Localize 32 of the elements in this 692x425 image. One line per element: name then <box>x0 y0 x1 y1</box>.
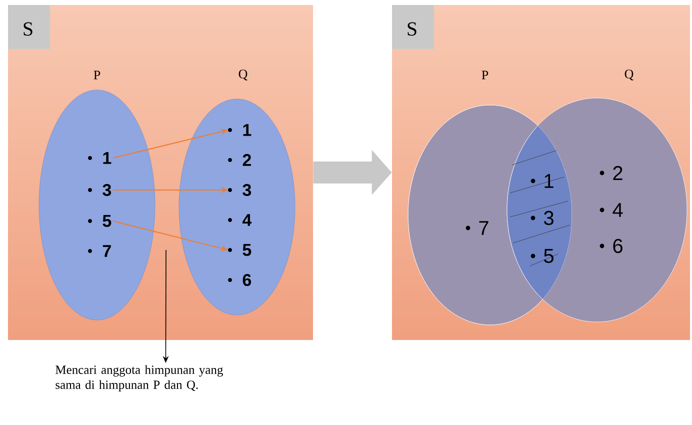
node-label: 4 <box>242 214 252 226</box>
node-label: 3 <box>102 184 112 196</box>
node-label: 3 <box>242 184 252 196</box>
node-label: P <box>482 70 488 80</box>
node-label: 7 <box>102 245 111 257</box>
set-element: 3 <box>88 184 112 196</box>
set-element: 1 <box>228 124 252 136</box>
set-element: 5 <box>530 249 554 263</box>
set-element: 6 <box>600 238 622 254</box>
node-label: 2 <box>242 154 251 166</box>
node-label: P <box>94 70 100 80</box>
node-label: 6 <box>242 274 252 286</box>
node-label: 1 <box>243 124 252 136</box>
annotation-text: Mencari anggota himpunan yang sama di himpunan P dan Q. <box>56 365 223 392</box>
set-element: 2 <box>228 154 251 166</box>
set-element: 1 <box>530 174 554 188</box>
set-element: 5 <box>88 215 112 227</box>
node-label: 1 <box>103 152 112 164</box>
set-element: 5 <box>228 244 252 256</box>
node-label: Q <box>624 70 634 80</box>
set-element: 3 <box>530 210 554 226</box>
node-label: 5 <box>102 215 112 227</box>
set-element: 3 <box>228 184 252 196</box>
set-element: 1 <box>88 152 112 164</box>
node-label: Q <box>238 70 248 80</box>
set-element: 7 <box>88 245 111 257</box>
set-element: 4 <box>600 203 623 217</box>
set-element: 6 <box>228 274 252 286</box>
node-label: 5 <box>242 244 252 256</box>
set-element: 2 <box>600 166 622 180</box>
set-element: 4 <box>228 214 252 226</box>
set-element: 7 <box>466 221 488 235</box>
